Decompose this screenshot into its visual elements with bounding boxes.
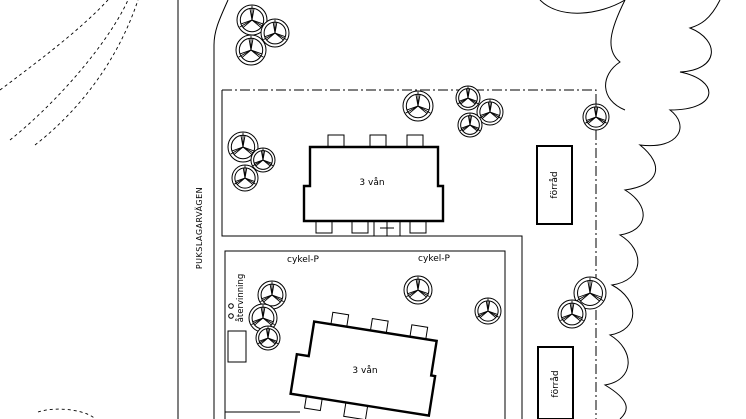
tree-icon — [257, 280, 287, 310]
tree-icon — [474, 297, 502, 325]
building-north-label: 3 vån — [359, 177, 384, 188]
recycling-label: återvinning — [235, 274, 246, 323]
left-path-lines — [0, 0, 139, 419]
storage-north — [536, 145, 573, 225]
forest-edge — [539, 0, 721, 419]
trees — [227, 4, 610, 351]
tree-icon — [476, 98, 504, 126]
tree-icon — [235, 34, 267, 66]
building-south — [289, 311, 439, 419]
tree-icon — [260, 18, 290, 48]
storage-south-label: förråd — [550, 370, 561, 397]
bike-parking-left-label: cykel-P — [287, 255, 319, 265]
tree-icon — [248, 303, 278, 333]
tree-icon — [582, 103, 610, 131]
building-north — [302, 134, 445, 237]
tree-icon — [231, 164, 259, 192]
tree-icon — [250, 147, 276, 173]
tree-icon — [573, 276, 607, 310]
storage-south — [537, 346, 574, 419]
street-edges — [177, 0, 229, 419]
tree-icon — [455, 85, 481, 111]
upper-lot — [221, 90, 523, 419]
building-south-label: 3 vån — [352, 365, 377, 376]
lower-courtyard — [224, 250, 506, 419]
tree-icon — [255, 325, 281, 351]
recycling-bins — [227, 303, 247, 363]
property-boundary — [222, 89, 597, 419]
tree-icon — [557, 299, 587, 329]
tree-icon — [403, 275, 433, 305]
storage-north-label: förråd — [549, 171, 560, 198]
street-name: PUKSLAGARVÄGEN — [194, 187, 204, 269]
tree-icon — [227, 131, 259, 163]
tree-icon — [457, 112, 483, 138]
bike-parking-right-label: cykel-P — [418, 254, 450, 264]
tree-icon — [236, 4, 268, 36]
tree-icon — [402, 90, 434, 122]
